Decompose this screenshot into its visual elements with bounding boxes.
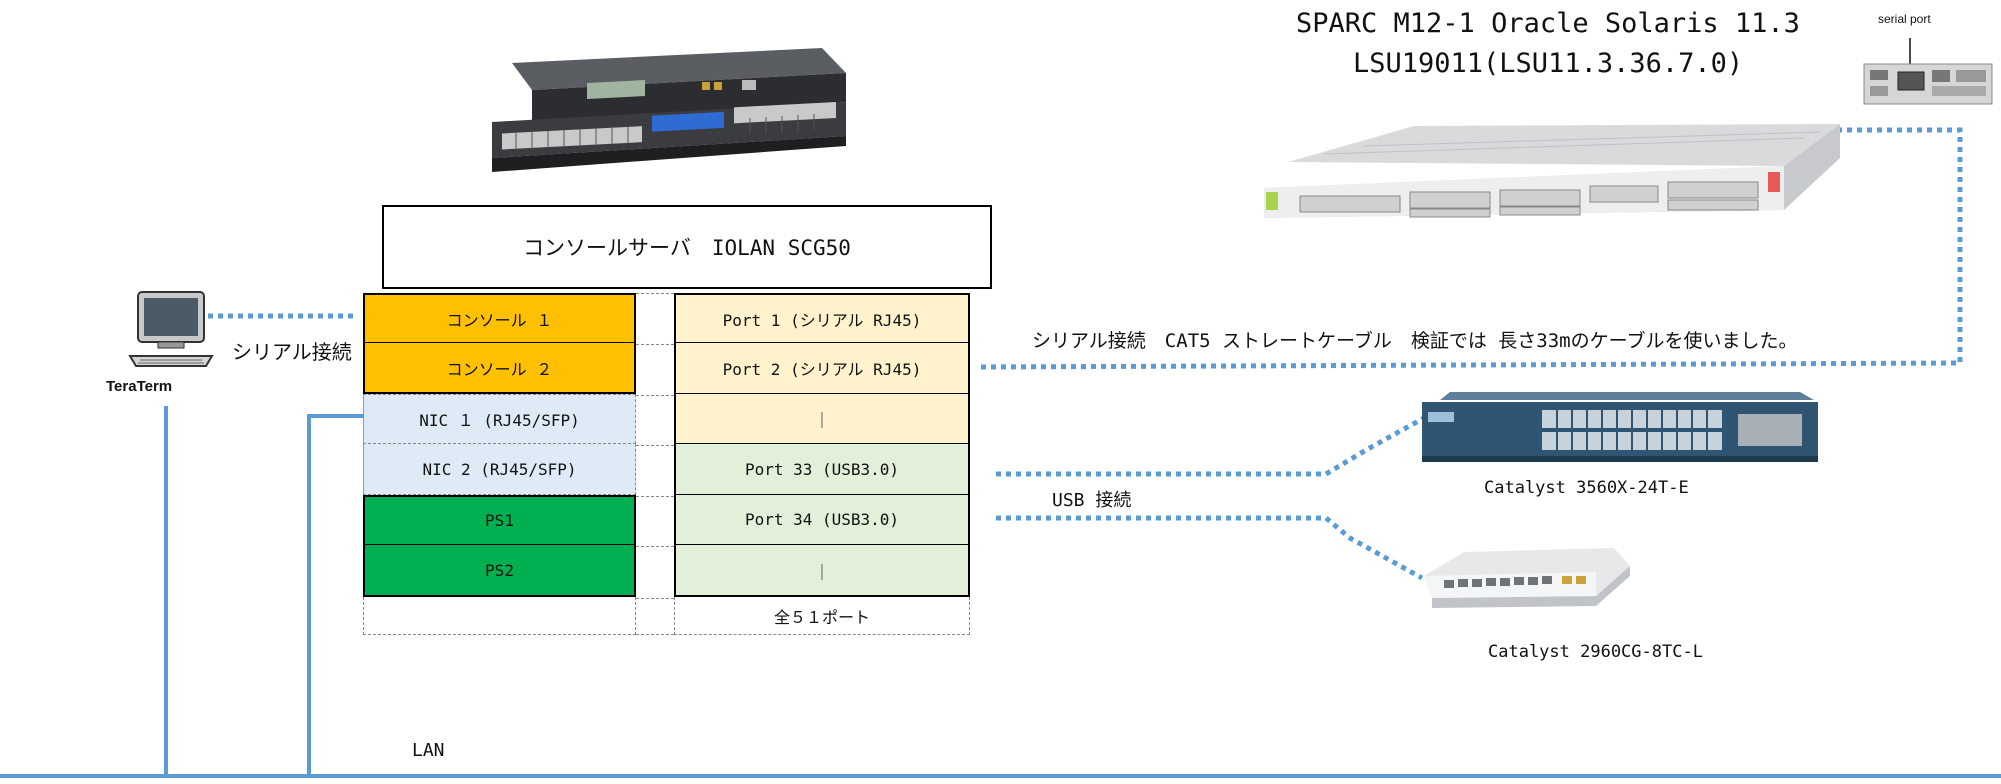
teraterm-label: TeraTerm: [106, 378, 173, 395]
port-footer-label: 全５１ポート: [773, 607, 870, 627]
left-footer-cell: [363, 597, 636, 635]
port-footer-cell: 全５１ポート: [674, 597, 970, 635]
sparc-server-image: [1264, 124, 1840, 218]
server-title-line2: LSU19011(LSU11.3.36.7.0): [1353, 48, 1744, 79]
nic-2-cell: NIC 2 (RJ45/SFP): [363, 444, 636, 495]
nic-1-label: NIC １ (RJ45/SFP): [419, 411, 580, 430]
serial-connection-right-label: シリアル接続 CAT5 ストレートケーブル 検証では 長さ33mのケーブルを使い…: [1032, 330, 1798, 352]
usb-connection-label: USB 接続: [1052, 490, 1132, 511]
terminal-icon: [128, 291, 214, 367]
port-ellipsis-1-cell: |: [674, 394, 970, 444]
usb-switch1-line: [996, 415, 1426, 477]
nic-1-cell: NIC １ (RJ45/SFP): [363, 394, 636, 444]
port-2-label: Port 2 (シリアル RJ45): [722, 360, 922, 379]
ps1-label: PS1: [485, 511, 514, 530]
console-1-cell: コンソール １: [363, 293, 636, 343]
lan-label: LAN: [412, 740, 445, 761]
port-ellipsis-2-label: |: [817, 560, 827, 580]
console-server-title-box: コンソールサーバ IOLAN SCG50: [382, 205, 992, 289]
catalyst-2960cg-switch-image: [1424, 548, 1630, 608]
console-1-label: コンソール １: [446, 310, 553, 330]
nic-2-label: NIC 2 (RJ45/SFP): [422, 459, 577, 479]
port-1-cell: Port 1 (シリアル RJ45): [674, 293, 970, 343]
serial-port-label: serial port: [1878, 12, 1931, 26]
port-ellipsis-2-cell: |: [674, 545, 970, 597]
serial-port-panel-image: [1863, 28, 1993, 105]
port-33-cell: Port 33 (USB3.0): [674, 444, 970, 495]
catalyst-3560x-switch-image: [1422, 392, 1818, 462]
port-34-cell: Port 34 (USB3.0): [674, 495, 970, 545]
table-gap-column: [636, 293, 674, 635]
ps1-cell: PS1: [363, 495, 636, 545]
console-server-title: コンソールサーバ IOLAN SCG50: [523, 236, 851, 260]
ps2-label: PS2: [485, 560, 514, 580]
port-34-label: Port 34 (USB3.0): [744, 510, 900, 529]
console-2-label: コンソール ２: [446, 359, 553, 379]
port-33-label: Port 33 (USB3.0): [744, 459, 900, 479]
console-2-cell: コンソール ２: [363, 343, 636, 394]
server-title-line1: SPARC M12-1 Oracle Solaris 11.3: [1296, 8, 1800, 39]
port-2-cell: Port 2 (シリアル RJ45): [674, 343, 970, 394]
catalyst-3560x-label: Catalyst 3560X-24T-E: [1484, 478, 1689, 498]
port-ellipsis-1-label: |: [817, 409, 827, 428]
port-1-label: Port 1 (シリアル RJ45): [722, 310, 922, 330]
catalyst-2960cg-label: Catalyst 2960CG-8TC-L: [1488, 642, 1703, 662]
serial-connection-left-label: シリアル接続: [232, 342, 352, 364]
console-server-device-image: [492, 48, 846, 172]
ps2-cell: PS2: [363, 545, 636, 597]
serial-port-closeup: serial port: [1862, 12, 1996, 108]
teraterm-terminal: TeraTerm: [106, 290, 214, 400]
server-serial-line: [980, 127, 1963, 370]
usb-switch2-line: [996, 515, 1424, 581]
nic1-lan-line: [307, 414, 363, 776]
